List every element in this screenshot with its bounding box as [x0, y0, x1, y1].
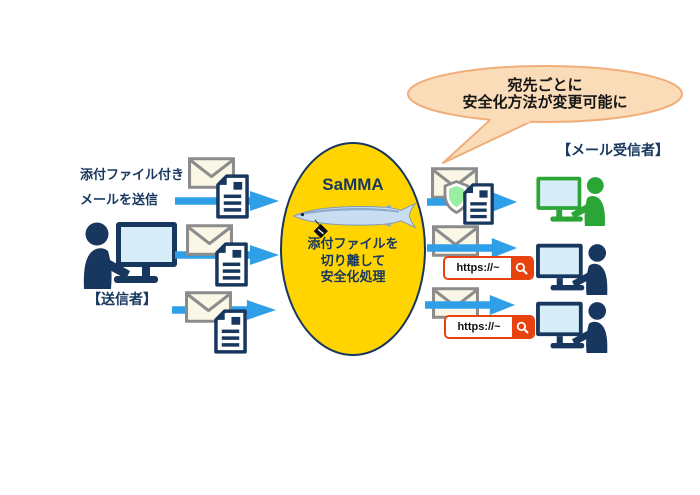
receiver-workstation-icon	[531, 301, 613, 353]
samma-desc-line3: 安全化処理	[320, 269, 386, 284]
samma-desc-line1: 添付ファイルを	[307, 236, 399, 251]
search-icon	[515, 320, 530, 335]
attachment-document-icon	[214, 309, 247, 354]
receiver-workstation-icon	[531, 243, 613, 295]
flow-arrow-receiver-3	[425, 295, 515, 315]
search-button	[511, 258, 532, 278]
speech-bubble	[407, 65, 683, 164]
url-bar: https://~	[443, 256, 534, 280]
samma-description: 添付ファイルを 切り離して 安全化処理	[293, 236, 413, 286]
samma-title: SaMMA	[322, 175, 384, 194]
url-text: https://~	[457, 321, 501, 333]
bubble-line1: 宛先ごとに	[507, 77, 583, 94]
sender-label: 【送信者】	[87, 291, 157, 307]
search-icon	[514, 261, 529, 276]
attachment-document-icon	[463, 183, 494, 225]
bubble-line2: 安全化方法が変更可能に	[462, 94, 628, 111]
samma-desc-line2: 切り離して	[320, 252, 386, 268]
receiver-label: 【メール受信者】	[557, 142, 669, 158]
sender-workstation-icon	[82, 221, 178, 289]
attachment-document-icon	[216, 174, 249, 219]
sender-caption-line1: 添付ファイル付き	[80, 167, 185, 182]
samma-fish-icon	[291, 195, 419, 239]
flow-arrow-receiver-2	[427, 238, 517, 258]
samma-ellipse	[280, 142, 426, 356]
bubble-text: 宛先ごとに 安全化方法が変更可能に	[407, 77, 683, 111]
receiver-workstation-icon-green	[532, 176, 610, 226]
sender-caption-line2: メールを送信	[80, 192, 159, 207]
attachment-document-icon	[215, 242, 248, 287]
url-bar: https://~	[444, 315, 535, 339]
url-text: https://~	[456, 262, 500, 274]
search-button	[512, 317, 533, 337]
